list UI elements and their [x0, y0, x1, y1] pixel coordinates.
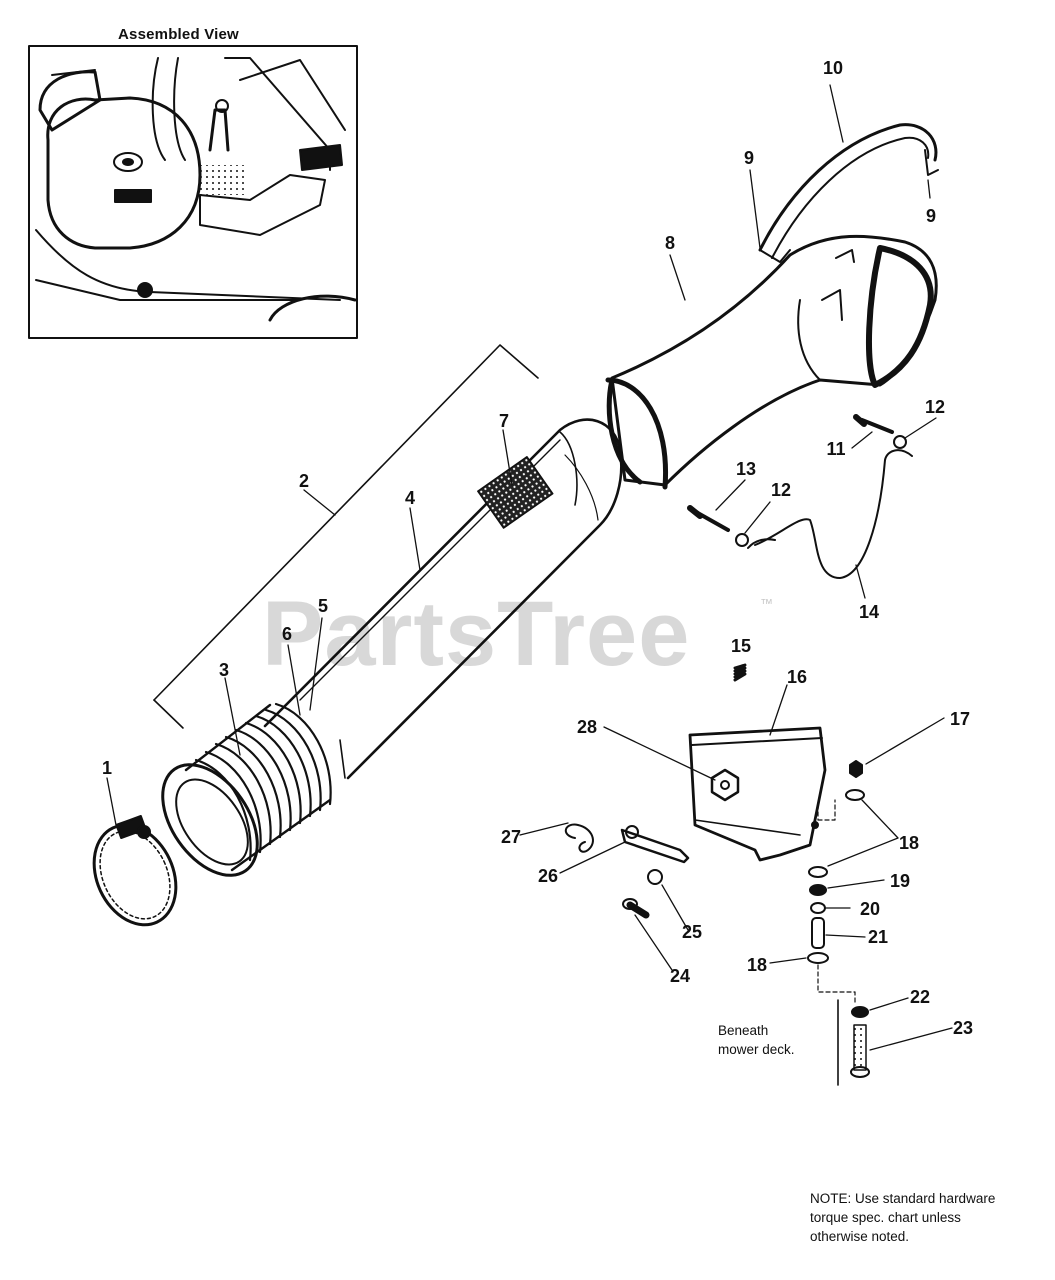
part-28-nut [710, 768, 740, 802]
callout-24: 24 [669, 966, 691, 986]
callout-5: 5 [317, 596, 329, 616]
callout-26: 26 [537, 866, 559, 886]
callout-7: 7 [498, 411, 510, 431]
trademark-symbol: ™ [760, 596, 773, 611]
callout-12-lower: 12 [770, 480, 792, 500]
callout-4: 4 [404, 488, 416, 508]
part-12-washer-a [893, 435, 907, 449]
callout-8: 8 [664, 233, 676, 253]
part-23-bolt [850, 1024, 870, 1078]
callout-12-upper: 12 [924, 397, 946, 417]
part-8-discharge-elbow [605, 234, 938, 490]
assembled-view-title: Assembled View [118, 26, 239, 43]
callout-11: 11 [826, 439, 846, 459]
callout-6: 6 [281, 624, 293, 644]
callout-22: 22 [909, 987, 931, 1007]
torque-note-line-2: torque spec. chart unless [810, 1210, 961, 1225]
callout-16: 16 [786, 667, 808, 687]
part-13-bolt [687, 505, 730, 532]
callout-25: 25 [681, 922, 703, 942]
torque-note-line-1: NOTE: Use standard hardware [810, 1191, 996, 1206]
callout-14: 14 [858, 602, 880, 622]
callout-10: 10 [822, 58, 844, 78]
part-17-locknut [849, 760, 863, 778]
part-12-washer-b [735, 533, 749, 547]
callout-17: 17 [949, 709, 971, 729]
callout-27: 27 [500, 827, 522, 847]
callout-28: 28 [576, 717, 598, 737]
part-14-cable [747, 449, 913, 579]
part-18-washer-b [808, 866, 828, 878]
callout-20: 20 [859, 899, 881, 919]
part-27-hairpin-clip [564, 823, 594, 853]
assembly-bracket-2 [153, 344, 539, 701]
part-11-bolt [853, 414, 894, 434]
callout-13: 13 [735, 459, 757, 479]
part-18-washer-a [845, 789, 865, 801]
callout-9-right: 9 [925, 206, 937, 226]
part-24-pin [622, 898, 650, 919]
part-16-pivot-plate [688, 726, 827, 862]
callout-1: 1 [101, 758, 113, 778]
callout-18-upper: 18 [898, 833, 920, 853]
callout-15: 15 [730, 636, 752, 656]
callout-23: 23 [952, 1018, 974, 1038]
beneath-note-line-2: mower deck. [718, 1042, 795, 1057]
part-7-screen [477, 456, 554, 529]
callout-9-top: 9 [743, 148, 755, 168]
beneath-note-line-1: Beneath [718, 1023, 769, 1038]
assembled-view-illustration [28, 45, 358, 339]
torque-note: NOTE: Use standard hardware torque spec.… [810, 1189, 995, 1246]
part-21-pin [811, 917, 825, 949]
callout-18-lower: 18 [746, 955, 768, 975]
part-19-spacer [809, 884, 827, 896]
torque-note-line-3: otherwise noted. [810, 1229, 910, 1244]
part-26-link [620, 825, 690, 864]
callout-3: 3 [218, 660, 230, 680]
part-18-washer-c [807, 952, 829, 964]
callout-19: 19 [889, 871, 911, 891]
partstree-watermark: PartsTree [262, 583, 691, 685]
beneath-deck-note: Beneath mower deck. [718, 1021, 795, 1059]
part-1-hose-clamp [92, 814, 178, 927]
callout-2: 2 [298, 471, 310, 491]
callout-21: 21 [867, 927, 889, 947]
part-15-spring [733, 663, 747, 682]
part-22-washer [851, 1006, 869, 1018]
part-25-washer [647, 869, 663, 885]
leader-lines [106, 84, 953, 1051]
part-20-bushing [810, 902, 826, 914]
part-10-chute-deflector [758, 123, 939, 263]
